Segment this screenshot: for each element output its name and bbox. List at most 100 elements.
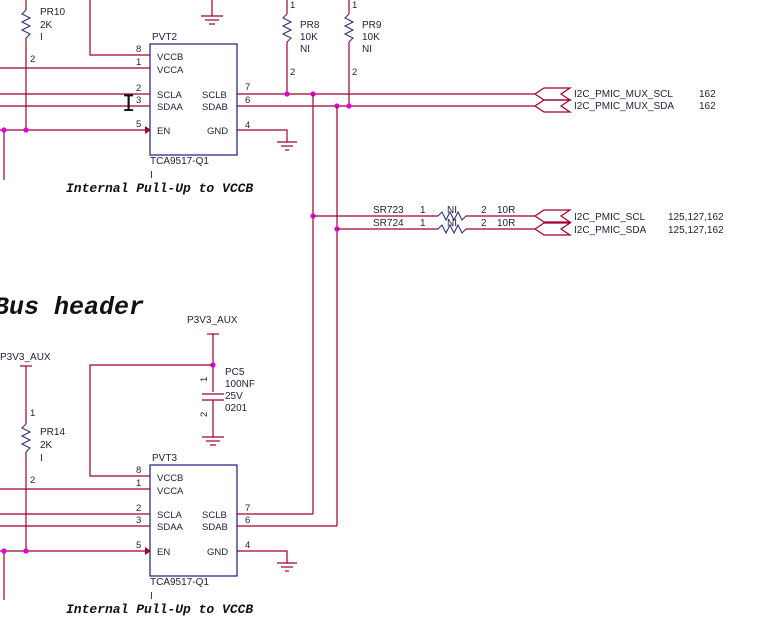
pin-num: 8 bbox=[136, 465, 141, 476]
pin-name: GND bbox=[207, 126, 228, 137]
pr14-rating: I bbox=[40, 453, 43, 464]
pin-name: SDAB bbox=[202, 522, 228, 533]
pr8-value: 10K bbox=[300, 32, 318, 43]
resistor-pr9: 1 PR9 10K NI 2 bbox=[343, 0, 382, 106]
pr14-pin2: 2 bbox=[30, 475, 35, 486]
sr724-pin2: 2 bbox=[481, 218, 487, 229]
pr10-pin2: 2 bbox=[30, 54, 35, 65]
pr10-value: 2K bbox=[40, 20, 53, 31]
net-pages: 162 bbox=[699, 89, 716, 100]
pc5-package: 0201 bbox=[225, 403, 248, 414]
net-name: I2C_PMIC_MUX_SCL bbox=[574, 89, 673, 100]
pin-name: EN bbox=[157, 126, 170, 137]
pin-name: SDAA bbox=[157, 102, 184, 113]
pin-name: SCLA bbox=[157, 90, 182, 101]
pin-num: 6 bbox=[245, 95, 250, 106]
pr8-rating: NI bbox=[300, 44, 310, 55]
junction-dot bbox=[346, 103, 352, 109]
power-label-left: P3V3_AUX bbox=[0, 352, 51, 363]
pin-name: SCLB bbox=[202, 510, 227, 521]
pr10-ref: PR10 bbox=[40, 7, 65, 18]
pc5-value: 100NF bbox=[225, 379, 255, 390]
pin-num: 2 bbox=[136, 503, 141, 514]
pin-num: 1 bbox=[136, 478, 141, 489]
net-name: I2C_PMIC_SDA bbox=[574, 225, 647, 236]
pin-num: 5 bbox=[136, 119, 141, 130]
pin-name: VCCB bbox=[157, 473, 183, 484]
pr9-value: 10K bbox=[362, 32, 380, 43]
pullup-note-top: Internal Pull-Up to VCCB bbox=[66, 181, 253, 196]
pvt3-part: TCA9517-Q1 bbox=[150, 577, 209, 588]
sr723-pin1: 1 bbox=[420, 205, 426, 216]
wire-vccb-top bbox=[89, 0, 150, 56]
net-name: I2C_PMIC_SCL bbox=[574, 212, 646, 223]
pin-name: SDAB bbox=[202, 102, 228, 113]
ground-icon bbox=[277, 562, 297, 572]
pin-name: SCLB bbox=[202, 90, 227, 101]
capacitor-pc5: 1 2 PC5 100NF 25V 0201 bbox=[199, 367, 255, 446]
pr14-ref: PR14 bbox=[40, 427, 65, 438]
net-pages: 125,127,162 bbox=[668, 225, 724, 236]
pr9-rating: NI bbox=[362, 44, 372, 55]
pin-name: VCCA bbox=[157, 486, 184, 497]
pvt2-rating: I bbox=[150, 170, 153, 181]
sr723-rating: NI bbox=[447, 205, 457, 216]
pc5-ref: PC5 bbox=[225, 367, 245, 378]
offpage-connector-mux-sda: I2C_PMIC_MUX_SDA 162 bbox=[533, 99, 716, 113]
pin-num: 1 bbox=[136, 57, 141, 68]
pin-num: 7 bbox=[245, 503, 250, 514]
wire-gnd-bottom bbox=[237, 550, 288, 563]
resistor-sr723 bbox=[437, 210, 467, 222]
offpage-connector-mux-scl: I2C_PMIC_MUX_SCL 162 bbox=[533, 87, 716, 101]
sr724-value: 10R bbox=[497, 218, 515, 229]
offpage-connector-pmic-sda: I2C_PMIC_SDA 125,127,162 bbox=[533, 222, 724, 236]
wire-gnd-top bbox=[237, 129, 288, 142]
pin-num: 3 bbox=[136, 95, 141, 106]
resistor-pr8: 1 PR8 10K NI 2 bbox=[281, 0, 320, 94]
pr8-pin2: 2 bbox=[290, 67, 295, 78]
sr723-pin2: 2 bbox=[481, 205, 487, 216]
net-pages: 125,127,162 bbox=[668, 212, 724, 223]
pin-num: 8 bbox=[136, 44, 141, 55]
pin-num: 4 bbox=[245, 120, 250, 131]
pin-num: 2 bbox=[136, 83, 141, 94]
pin-name: SCLA bbox=[157, 510, 182, 521]
pin-name: VCCB bbox=[157, 52, 183, 63]
junction-dot bbox=[1, 127, 7, 133]
pin-num: 7 bbox=[245, 82, 250, 93]
junction-dot bbox=[23, 127, 29, 133]
resistor-pr14: 1 PR14 2K I 2 bbox=[20, 408, 65, 551]
ground-icon bbox=[201, 0, 223, 25]
pin-name: EN bbox=[157, 547, 170, 558]
net-name: I2C_PMIC_MUX_SDA bbox=[574, 101, 674, 112]
pullup-note-bottom: Internal Pull-Up to VCCB bbox=[66, 602, 253, 617]
resistor-sr724 bbox=[437, 223, 467, 235]
pin-name: SDAA bbox=[157, 522, 184, 533]
pr9-pin1: 1 bbox=[352, 0, 357, 11]
sr723-value: 10R bbox=[497, 205, 515, 216]
ic-pvt3: PVT3 8 VCCB 1 VCCA 2 SCLA 3 SDAA 5 EN SC… bbox=[136, 453, 250, 602]
sr723-ref: SR723 bbox=[373, 205, 404, 216]
pr9-pin2: 2 bbox=[352, 67, 357, 78]
resistor-pr10: PR10 2K I 2 bbox=[20, 0, 65, 130]
pin-num: 6 bbox=[245, 515, 250, 526]
en-arrow-icon bbox=[145, 126, 151, 134]
pin-num: 3 bbox=[136, 515, 141, 526]
pc5-pin2: 2 bbox=[199, 412, 210, 417]
pin-name: GND bbox=[207, 547, 228, 558]
text-cursor-icon: I bbox=[122, 92, 135, 117]
wire-vccb-bottom bbox=[89, 364, 213, 477]
pc5-pin1: 1 bbox=[199, 377, 210, 382]
junction-dot bbox=[284, 91, 290, 97]
pvt3-ref: PVT3 bbox=[152, 453, 177, 464]
sr724-ref: SR724 bbox=[373, 218, 404, 229]
en-arrow-icon bbox=[145, 547, 151, 555]
pin-num: 4 bbox=[245, 540, 250, 551]
page-title: Bus header bbox=[0, 293, 144, 322]
pr14-value: 2K bbox=[40, 440, 53, 451]
pin-num: 5 bbox=[136, 540, 141, 551]
power-label-center: P3V3_AUX bbox=[187, 315, 238, 326]
ground-icon bbox=[277, 141, 297, 151]
pr9-ref: PR9 bbox=[362, 20, 382, 31]
